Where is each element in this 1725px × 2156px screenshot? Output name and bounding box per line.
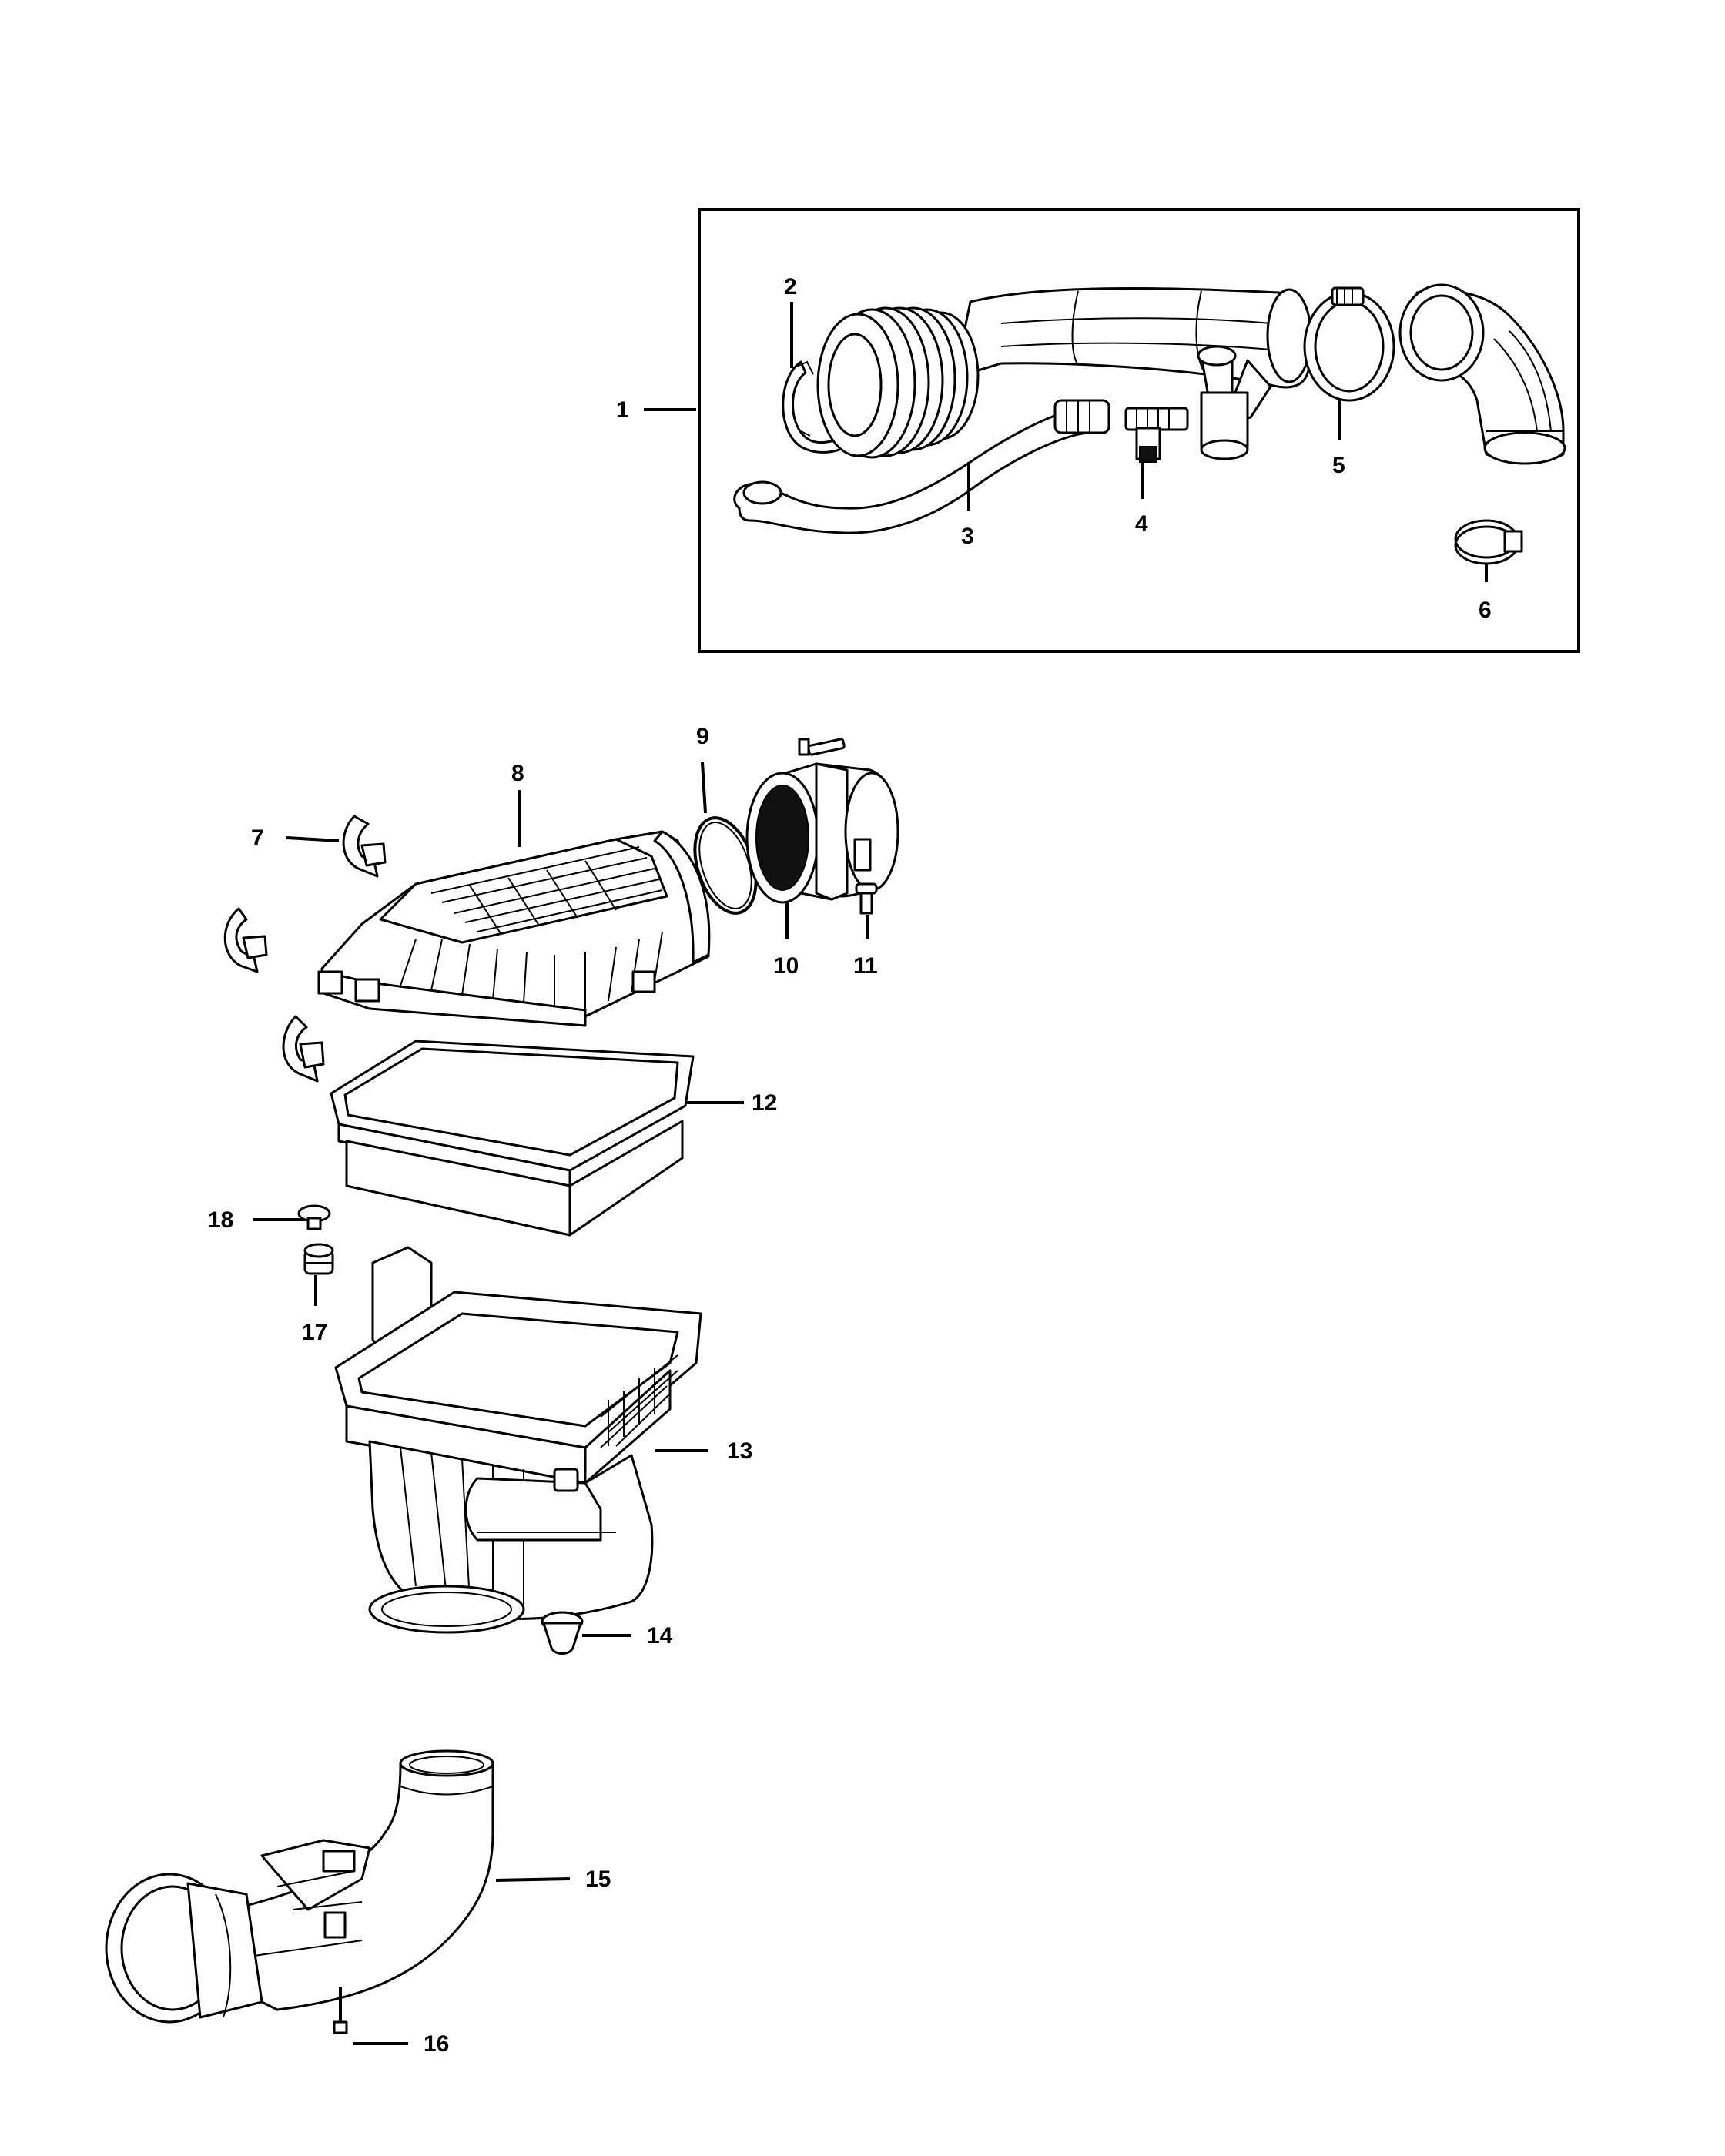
callout-2: 2 [784, 274, 797, 300]
callout-9: 9 [696, 724, 709, 749]
screw-icon [798, 738, 846, 756]
hose-clamp-icon [1454, 519, 1523, 565]
callout-13: 13 [727, 1438, 752, 1464]
callout-3: 3 [961, 524, 974, 549]
bolt-icon [333, 1987, 348, 2034]
callout-16: 16 [424, 2031, 449, 2057]
grommet-icon [541, 1611, 584, 1655]
callout-labels: 1 2 3 4 5 6 7 8 9 10 11 12 13 14 15 16 1… [208, 274, 1492, 2057]
callout-11: 11 [853, 953, 878, 979]
mass-air-flow-sensor-icon [745, 762, 899, 904]
screw-icon [855, 882, 878, 915]
leader-lines [253, 302, 1488, 2045]
callout-12: 12 [752, 1090, 777, 1116]
spring-latch-icon [282, 1015, 325, 1083]
air-cleaner-housing-icon [334, 1246, 702, 1634]
push-pin-icon [297, 1204, 331, 1230]
intake-duct-icon [105, 1749, 494, 2024]
spring-latch-icon [223, 907, 268, 973]
spring-latch-icon [342, 815, 387, 878]
air-inlet-duct-icon [1398, 283, 1566, 465]
callout-4: 4 [1135, 511, 1148, 537]
air-cleaner-cover-icon [317, 830, 711, 1027]
tee-fitting-icon [1124, 407, 1189, 463]
callout-18: 18 [208, 1207, 233, 1233]
callout-6: 6 [1479, 598, 1492, 623]
assembly-frame [698, 208, 1580, 653]
hose-clamp-icon [1303, 286, 1395, 402]
insulator-icon [303, 1243, 334, 1275]
callout-7: 7 [251, 825, 264, 851]
vent-hose-icon [733, 399, 1110, 534]
callout-14: 14 [647, 1623, 673, 1649]
callout-1: 1 [616, 397, 629, 423]
callout-8: 8 [511, 761, 524, 786]
callout-17: 17 [302, 1320, 327, 1345]
callout-15: 15 [585, 1866, 611, 1892]
callout-10: 10 [773, 953, 799, 979]
air-inlet-duct-icon [816, 286, 1312, 460]
callout-5: 5 [1332, 453, 1345, 478]
air-filter-element-icon [330, 1040, 695, 1237]
